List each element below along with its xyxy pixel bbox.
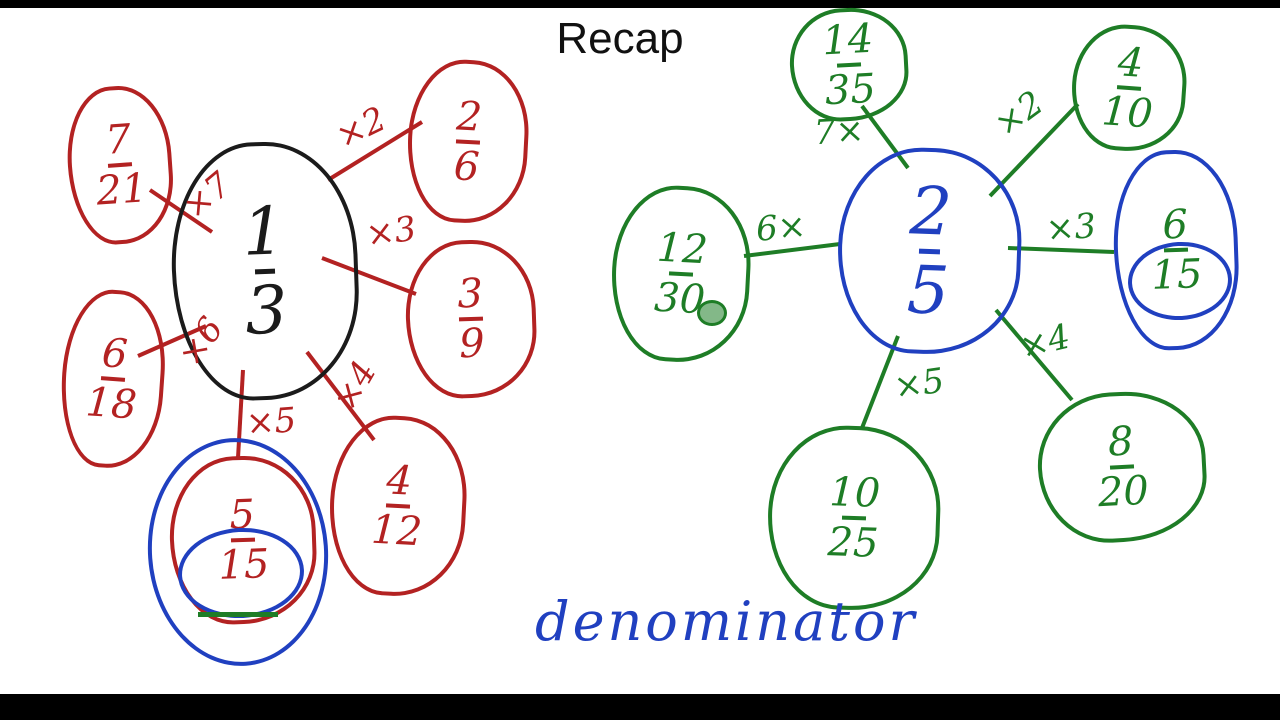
denominator: 20 [1096, 467, 1150, 517]
fraction-bubble-14-35: 14 35 [787, 4, 911, 125]
multiplier-label-x3: ×3 [363, 208, 419, 256]
numerator: 8 [1106, 418, 1135, 466]
denominator: 5 [905, 250, 951, 330]
numerator: 4 [385, 457, 414, 505]
fraction-bubble-2-5: 2 5 [834, 144, 1025, 358]
fraction-bubble-12-30: 12 30 [607, 182, 755, 366]
fraction-bubble-6-18: 6 18 [55, 286, 171, 472]
fraction-8-20: 8 20 [1094, 418, 1150, 517]
multiplier-label-x3: ×3 [1044, 205, 1098, 251]
fraction-bubble-4-12: 4 12 [325, 412, 471, 600]
denominator: 10 [1100, 88, 1155, 138]
denominator: 6 [452, 142, 481, 191]
fraction-14-35: 14 35 [821, 15, 877, 114]
fraction-4-12: 4 12 [370, 457, 426, 556]
green-underline [198, 612, 278, 617]
denominator: 25 [826, 519, 880, 567]
numerator: 3 [456, 270, 484, 318]
multiplier-label-7x: 7× [812, 110, 866, 154]
page-title: Recap [556, 14, 684, 63]
denominator: 21 [94, 165, 149, 215]
fraction-bubble-3-9: 3 9 [403, 237, 539, 401]
multiplier-label-x2: ×2 [987, 83, 1052, 145]
numerator: 1 [241, 191, 286, 271]
denominator: 18 [84, 379, 139, 429]
numerator: 2 [455, 92, 484, 141]
multiplier-label-x4: ×4 [1015, 316, 1075, 368]
fraction-6-18: 6 18 [84, 330, 141, 429]
letterbox-top [0, 0, 1280, 8]
multiplier-label-x5: ×5 [891, 360, 947, 408]
denominator: 12 [370, 506, 424, 556]
fraction-bubble-10-25: 10 25 [764, 423, 944, 613]
fraction-3-9: 3 9 [456, 270, 486, 368]
numerator: 7 [103, 116, 133, 164]
fraction-10-25: 10 25 [826, 469, 882, 567]
letterbox-bottom [0, 694, 1280, 720]
numerator: 2 [908, 171, 954, 251]
numerator: 6 [1161, 201, 1189, 249]
fraction-bubble-2-6: 2 6 [403, 56, 533, 227]
numerator: 14 [821, 15, 875, 64]
green-scribble-mark [697, 300, 727, 326]
multiplier-label-6x: 6× [754, 206, 808, 250]
fraction-2-6: 2 6 [452, 92, 484, 191]
numerator: 12 [655, 224, 709, 274]
fraction-bubble-8-20: 8 20 [1034, 387, 1210, 547]
numerator: 10 [828, 469, 882, 517]
multiplier-label-x2: ×2 [329, 99, 393, 157]
fraction-bubble-7-21: 7 21 [62, 82, 178, 248]
denominator: 9 [458, 320, 486, 368]
multiplier-label-x5: ×5 [244, 400, 298, 444]
denominator-caption: denominator [535, 590, 918, 653]
denominator: 3 [244, 270, 289, 350]
fraction-1-3: 1 3 [241, 191, 289, 350]
denominator: 35 [823, 65, 877, 114]
numerator: 6 [100, 330, 130, 378]
numerator: 4 [1116, 39, 1146, 87]
fraction-4-10: 4 10 [1100, 39, 1157, 138]
fraction-2-5: 2 5 [905, 171, 954, 330]
fraction-7-21: 7 21 [91, 116, 149, 215]
